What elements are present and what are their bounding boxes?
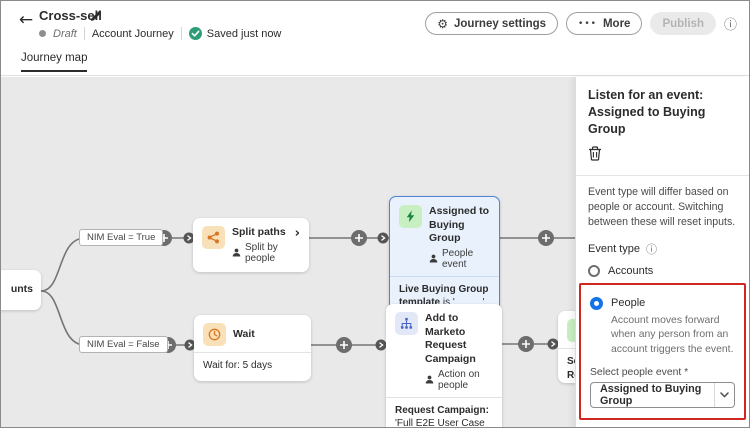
radio-accounts[interactable]: Accounts <box>588 264 737 277</box>
radio-people[interactable]: People <box>590 296 735 310</box>
saved-check-icon <box>188 27 202 40</box>
node-title: Assigned to Buying Group <box>429 205 490 245</box>
wait-clock-icon <box>203 323 226 346</box>
radio-accounts-control[interactable] <box>588 264 600 277</box>
event-type-intro: Event type will differ based on people o… <box>588 185 736 229</box>
event-type-info-icon[interactable]: ⓘ <box>645 242 657 256</box>
divider <box>386 396 502 398</box>
annotation-highlight-box: People Account moves forward when any pe… <box>579 282 746 421</box>
divider <box>180 27 182 40</box>
journey-type-label: Account Journey <box>91 27 174 40</box>
branch-label-false[interactable]: NIM Eval = False <box>79 336 168 353</box>
saved-label: Saved just now <box>206 27 282 40</box>
divider <box>83 27 85 40</box>
required-asterisk: * <box>684 367 689 379</box>
edit-title-pencil-icon[interactable] <box>89 9 103 23</box>
node-entry-arrows <box>183 232 559 351</box>
journey-settings-label: Journey settings <box>454 17 547 30</box>
person-icon <box>232 248 241 257</box>
node-title: unts <box>10 283 33 296</box>
node-subtitle: Split by people <box>245 241 278 264</box>
node-title: Add to Marketo Request Campaign <box>425 312 476 365</box>
node-title: Wait <box>233 327 255 340</box>
divider <box>576 174 749 176</box>
delete-event-button[interactable] <box>588 146 602 164</box>
radio-people-label: People <box>611 297 646 310</box>
draft-dot-icon <box>39 30 46 37</box>
radio-accounts-label: Accounts <box>608 264 654 277</box>
journey-settings-button[interactable]: ⚙ Journey settings <box>425 12 559 35</box>
more-button[interactable]: ••• More <box>566 12 643 35</box>
person-icon <box>429 255 438 263</box>
node-wait[interactable]: Wait Wait for: 5 days <box>194 315 311 381</box>
people-description: Account moves forward when any person fr… <box>611 314 734 355</box>
panel-title: Listen for an event: Assigned to Buying … <box>588 88 706 136</box>
split-paths-icon <box>202 226 225 249</box>
save-status: Saved just now <box>188 27 282 40</box>
event-bolt-icon <box>399 205 422 228</box>
publish-button[interactable]: Publish <box>650 12 716 35</box>
action-flow-icon <box>395 312 418 335</box>
more-icon: ••• <box>578 18 597 29</box>
radio-people-control[interactable] <box>590 296 603 310</box>
node-detail: Wait for: 5 days <box>203 360 273 371</box>
node-title: Split paths <box>232 226 286 238</box>
chevron-down-icon <box>713 383 734 408</box>
divider <box>194 352 311 353</box>
person-icon <box>425 375 434 384</box>
publish-label: Publish <box>662 17 704 30</box>
people-event-dropdown[interactable]: Assigned to Buying Group <box>590 382 735 409</box>
expand-chevron-icon[interactable]: › <box>294 226 300 241</box>
back-button[interactable]: ← <box>15 9 37 31</box>
publish-info-icon[interactable]: ⓘ <box>724 14 737 33</box>
more-label: More <box>602 17 631 30</box>
tab-bar: Journey map <box>1 46 749 76</box>
node-detail: Request Campaign: 'Full E2E User Case 1 … <box>395 404 489 428</box>
journey-title: Cross-sell <box>39 8 102 23</box>
select-people-event-label: Select people event * <box>590 367 689 379</box>
node-accounts-partial[interactable]: unts <box>1 270 41 310</box>
dropdown-value: Assigned to Buying Group <box>600 383 702 408</box>
branch-label-true[interactable]: NIM Eval = True <box>79 229 164 246</box>
trash-icon <box>589 146 601 161</box>
node-subtitle: Action on people <box>438 368 480 391</box>
node-marketo-campaign[interactable]: Add to Marketo Request Campaign Action o… <box>386 304 502 428</box>
status-badge: Draft <box>53 27 77 40</box>
journey-meta: Draft Account Journey Saved just now <box>39 27 281 40</box>
divider <box>390 275 499 277</box>
node-split-paths[interactable]: Split paths Split by people › <box>193 218 309 276</box>
event-type-label: Event type <box>588 242 640 255</box>
event-config-panel: Listen for an event: Assigned to Buying … <box>575 77 749 427</box>
header: ← Cross-sell Draft Account Journey Saved… <box>1 1 749 46</box>
node-assigned-buying-group[interactable]: Assigned to Buying Group People event Li… <box>389 196 500 319</box>
gear-icon: ⚙ <box>437 16 448 31</box>
tab-journey-map[interactable]: Journey map <box>21 52 88 72</box>
node-detail: Live Buying Group template is '_____' <box>399 283 489 309</box>
node-subtitle: People event <box>442 247 474 270</box>
